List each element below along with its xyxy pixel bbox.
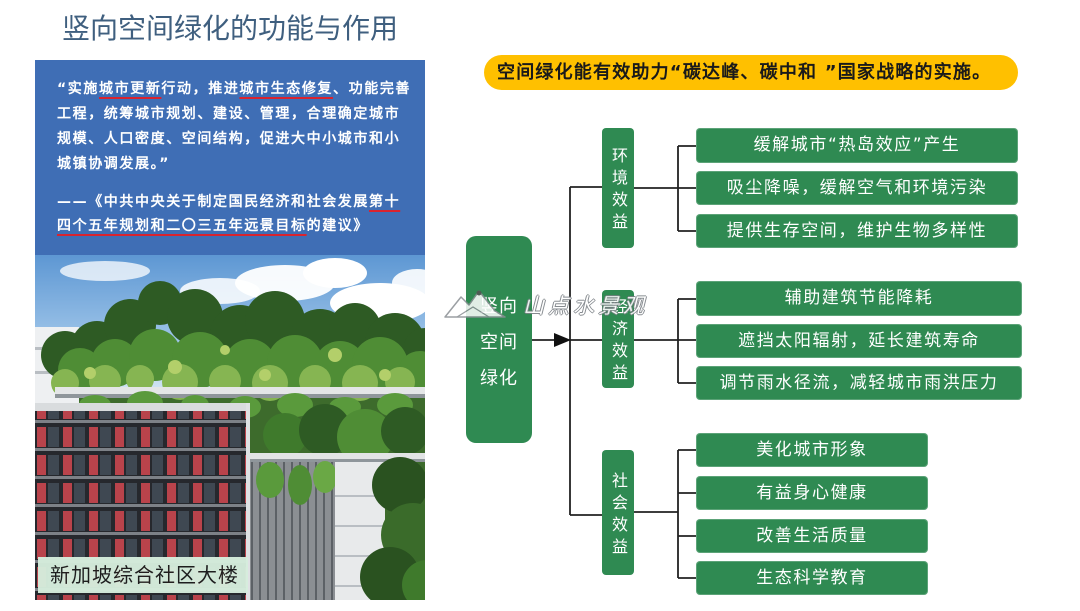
root-label-line: 绿化 (466, 361, 532, 397)
category-label: 环境效益 (602, 141, 634, 235)
benefit-item: 遮挡太阳辐射，延长建筑寿命 (696, 324, 1022, 358)
benefit-item: 生态科学教育 (696, 561, 928, 595)
benefit-item: 辅助建筑节能降耗 (696, 281, 1022, 316)
root-node: 竖向 空间 绿化 (466, 236, 532, 443)
category-economic-benefit: 经济效益 (602, 290, 634, 388)
benefit-item: 提供生存空间，维护生物多样性 (696, 214, 1018, 248)
category-environmental-benefit: 环境效益 (602, 128, 634, 248)
benefit-item: 吸尘降噪，缓解空气和环境污染 (696, 171, 1018, 205)
arrow-head (554, 333, 571, 347)
benefit-item: 有益身心健康 (696, 476, 928, 510)
root-label-line: 空间 (466, 325, 532, 361)
category-label: 社会效益 (602, 466, 634, 560)
benefit-item: 改善生活质量 (696, 519, 928, 553)
benefit-item: 调节雨水径流，减轻城市雨洪压力 (696, 366, 1022, 400)
root-label-line: 竖向 (466, 289, 532, 325)
benefit-item: 美化城市形象 (696, 433, 928, 467)
benefit-item: 缓解城市“热岛效应”产生 (696, 128, 1018, 163)
category-label: 经济效益 (602, 292, 634, 386)
category-social-benefit: 社会效益 (602, 450, 634, 575)
